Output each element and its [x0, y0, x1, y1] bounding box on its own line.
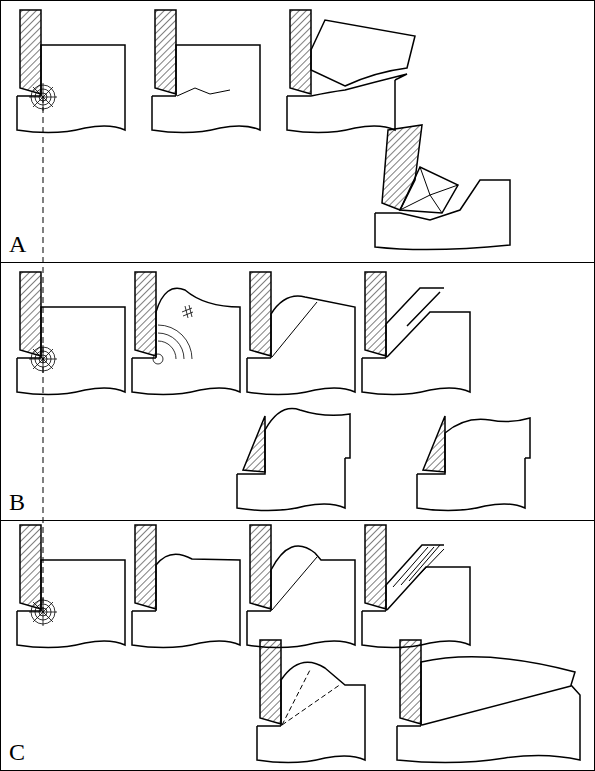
panel-letter: B — [9, 490, 25, 514]
figure-panel: B — [0, 262, 595, 521]
figure-panel: A — [0, 0, 595, 263]
panel-letter: C — [9, 740, 25, 764]
panel-letter: A — [9, 232, 26, 256]
figure-panel: C — [0, 520, 595, 771]
